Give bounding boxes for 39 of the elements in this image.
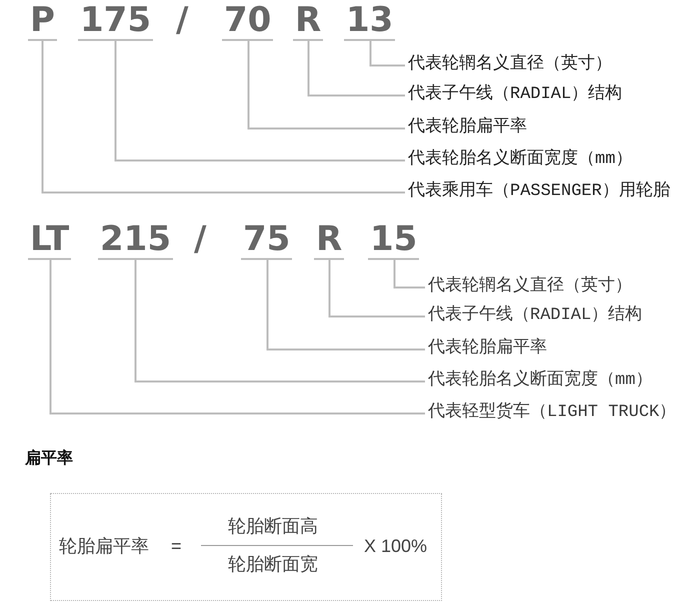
size-code-part: 15: [368, 222, 420, 260]
leader-line: [370, 41, 405, 66]
section-heading: 扁平率: [25, 447, 73, 469]
leader-line: [266, 260, 425, 350]
leader-line: [248, 41, 405, 130]
leader-line: [394, 260, 425, 288]
formula-box: [50, 493, 442, 601]
slash-separator: /: [194, 222, 206, 256]
annotation-text: 代表轮胎扁平率: [428, 338, 547, 360]
equals-sign: =: [171, 535, 182, 557]
size-code-part: 13: [344, 3, 396, 41]
slash-separator: /: [176, 3, 188, 37]
size-code-part: 75: [241, 222, 292, 260]
annotation-text: 代表轮胎名义断面宽度（mm）: [428, 370, 652, 392]
annotation-text: 代表轻型货车（LIGHT TRUCK）: [428, 402, 676, 424]
multiplier-text: X 100%: [364, 535, 428, 557]
leader-line: [42, 41, 405, 194]
leader-line: [328, 260, 425, 318]
size-code-part: R: [314, 222, 344, 260]
annotation-text: 代表乘用车（PASSENGER）用轮胎: [408, 181, 670, 203]
leader-line: [308, 41, 405, 96]
annotation-text: 代表轮辋名义直径（英寸）: [428, 276, 632, 298]
leader-line: [134, 260, 425, 382]
leader-line: [50, 260, 425, 414]
annotation-text: 代表轮胎扁平率: [408, 117, 527, 139]
leader-line: [114, 41, 405, 162]
size-code-part: 70: [222, 3, 274, 41]
size-code-part: R: [293, 3, 324, 41]
annotation-text: 代表轮辋名义直径（英寸）: [408, 54, 612, 76]
size-code-part: LT: [28, 222, 72, 260]
formula-term: 轮胎扁平率: [59, 535, 149, 557]
annotation-text: 代表轮胎名义断面宽度（mm）: [408, 149, 632, 171]
size-code-part: 215: [98, 222, 173, 260]
numerator-text: 轮胎断面高: [228, 515, 318, 537]
annotation-text: 代表子午线（RADIAL）结构: [428, 305, 642, 327]
size-code-part: 175: [78, 3, 153, 41]
size-code-part: P: [28, 3, 57, 41]
denominator-text: 轮胎断面宽: [228, 553, 318, 575]
annotation-text: 代表子午线（RADIAL）结构: [408, 84, 622, 106]
